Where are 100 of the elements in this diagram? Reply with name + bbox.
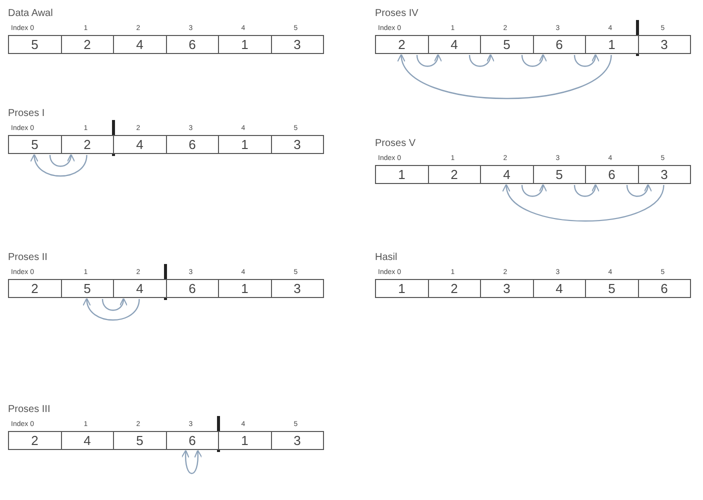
curved-arrow — [49, 154, 74, 167]
array-cell — [480, 279, 534, 298]
cell-value: 5 — [503, 36, 510, 53]
curved-arrow — [181, 450, 202, 474]
array-title: Proses IV — [375, 8, 418, 20]
array-cell — [113, 279, 166, 298]
array-cell — [218, 431, 272, 450]
cell-value: 3 — [660, 166, 668, 183]
curved-arrow — [521, 54, 546, 67]
cell-value: 1 — [241, 36, 248, 53]
array-cell — [480, 165, 534, 184]
curved-arrow — [399, 54, 612, 100]
cell-value: 1 — [398, 166, 406, 183]
array-cell — [218, 135, 272, 154]
cell-value: 2 — [398, 36, 406, 53]
cell-value: 2 — [84, 136, 91, 153]
curved-arrow — [84, 298, 140, 321]
cell-value: 6 — [188, 432, 196, 449]
cell-value: 4 — [136, 280, 144, 297]
cell-value: 4 — [84, 432, 91, 449]
array-title: Data Awal — [8, 8, 53, 20]
cell-value: 6 — [188, 136, 196, 153]
array-cell — [638, 35, 691, 54]
cell-value: 6 — [188, 36, 196, 53]
array-cell — [166, 35, 219, 54]
cell-value: 3 — [294, 432, 301, 449]
cell-value: 6 — [660, 280, 668, 297]
cell-value: 1 — [241, 432, 248, 449]
array-cell — [270, 431, 324, 450]
cell-value: 5 — [608, 280, 616, 297]
cell-value: 5 — [31, 136, 38, 153]
curved-arrow — [31, 154, 88, 177]
cell-value: 2 — [31, 432, 38, 449]
array-cell — [60, 135, 114, 154]
array-cell — [113, 35, 166, 54]
array-cell — [113, 135, 166, 154]
array-cell — [428, 279, 481, 298]
cell-value: 5 — [556, 166, 563, 183]
array-cell — [166, 431, 219, 450]
curved-arrow — [574, 184, 599, 197]
array-cell — [532, 35, 586, 54]
cell-value: 1 — [608, 36, 616, 53]
cell-value: 2 — [84, 36, 91, 53]
array-cell — [60, 431, 114, 450]
cell-value: 5 — [31, 36, 38, 53]
array-cell — [585, 165, 638, 184]
array-cell — [638, 165, 691, 184]
array-cell — [270, 135, 324, 154]
array-cell — [270, 279, 324, 298]
array-title: Proses I — [8, 108, 45, 120]
array-cell — [375, 35, 428, 54]
cell-value: 4 — [503, 166, 510, 183]
array-cell — [270, 35, 324, 54]
array-cell — [166, 279, 219, 298]
array-cell — [8, 431, 62, 450]
curved-arrow — [504, 184, 664, 222]
array-cell — [428, 35, 481, 54]
cell-value: 3 — [294, 280, 301, 297]
curved-arrow — [468, 54, 494, 67]
cell-value: 3 — [294, 36, 301, 53]
curved-arrow — [574, 54, 599, 67]
cell-value: 1 — [241, 136, 248, 153]
curved-arrow — [521, 184, 546, 197]
cell-value: 6 — [188, 280, 196, 297]
array-cell — [375, 165, 428, 184]
array-cell — [8, 135, 62, 154]
array-cell — [218, 279, 272, 298]
cell-value: 5 — [84, 280, 91, 297]
array-title: Proses III — [8, 404, 50, 416]
cell-value: 2 — [450, 280, 458, 297]
array-cell — [60, 35, 114, 54]
array-cell — [113, 431, 166, 450]
cell-value: 1 — [398, 280, 406, 297]
array-cell — [218, 35, 272, 54]
cell-value: 3 — [660, 36, 668, 53]
array-cell — [428, 165, 481, 184]
array-cell — [8, 35, 62, 54]
array-cell — [585, 35, 638, 54]
array-cell — [480, 35, 534, 54]
array-cell — [166, 135, 219, 154]
cell-value: 4 — [136, 36, 144, 53]
array-cell — [638, 279, 691, 298]
curved-arrow — [626, 184, 652, 197]
cell-value: 4 — [556, 280, 563, 297]
cell-value: 1 — [241, 280, 248, 297]
cell-value: 2 — [31, 280, 38, 297]
array-cell — [532, 279, 586, 298]
array-title: Proses V — [375, 138, 416, 150]
cell-value: 3 — [294, 136, 301, 153]
curved-arrow — [416, 54, 442, 67]
cell-value: 3 — [503, 280, 510, 297]
array-title: Hasil — [375, 252, 398, 264]
cell-value: 4 — [450, 36, 458, 53]
array-cell — [375, 279, 428, 298]
curved-arrow — [102, 298, 127, 311]
cell-value: 6 — [556, 36, 563, 53]
array-cell — [532, 165, 586, 184]
cell-value: 6 — [608, 166, 616, 183]
cell-value: 5 — [136, 432, 144, 449]
array-cell — [60, 279, 114, 298]
